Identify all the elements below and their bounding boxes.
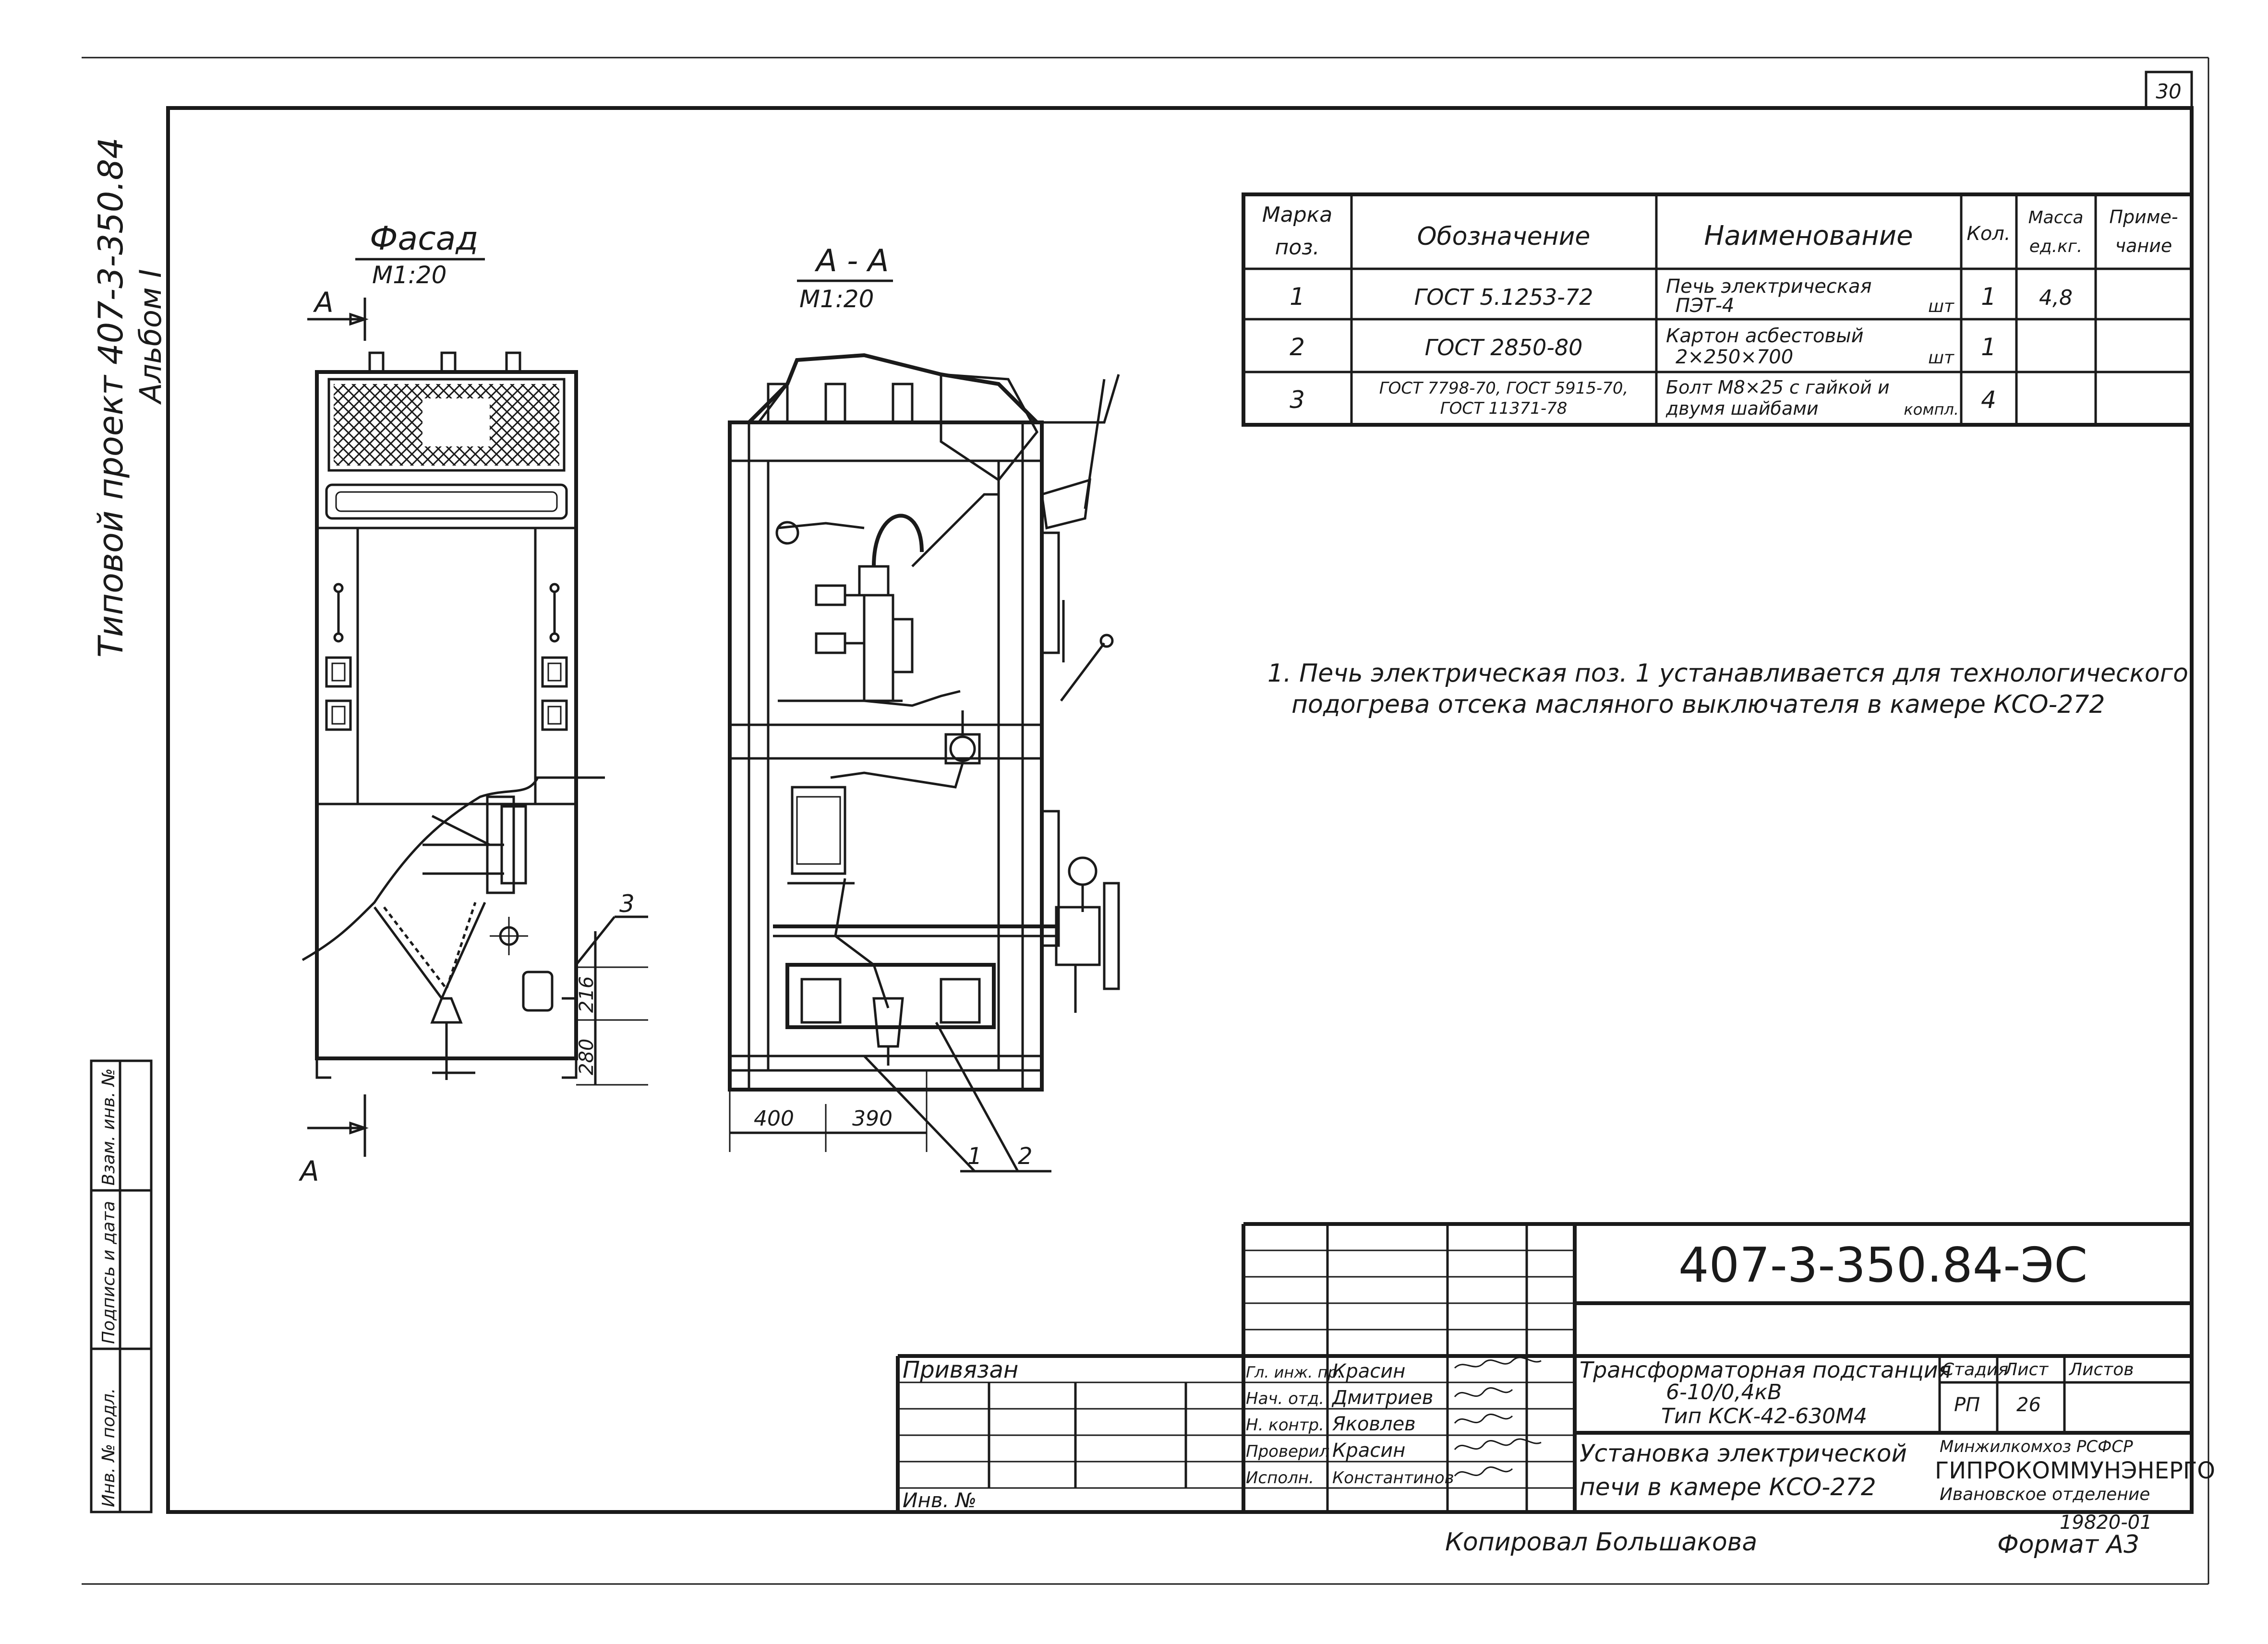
row1-name-2: ПЭТ-4 (1676, 295, 1734, 317)
signature-3 (1454, 1438, 1542, 1451)
object-line-1: Трансформаторная подстанция (1580, 1357, 1951, 1383)
name-0: Красин (1332, 1360, 1405, 1382)
row3-qty: 4 (1981, 386, 1996, 414)
sheet-title-2: печи в камере КСО-272 (1580, 1473, 1876, 1501)
stage-label: Стадия (1942, 1360, 2008, 1380)
role-2: Н. контр. (1246, 1416, 1324, 1435)
doc-code: 407-3-350.84-ЭС (1678, 1237, 2087, 1293)
org-line-3: Ивановское отделение (1940, 1485, 2150, 1504)
drawing-frame (166, 106, 2194, 1514)
signature-1 (1454, 1387, 1513, 1398)
left-stamp: Инв. № подл. Подпись и дата Взам. инв. № (90, 1059, 153, 1513)
row2-unit: шт (1928, 348, 1954, 368)
name-1: Дмитриев (1331, 1387, 1433, 1409)
row1-name-1: Печь электрическая (1666, 276, 1872, 298)
title-block: 407-3-350.84-ЭС Привязан Инв. № Гл. инж.… (896, 1222, 2215, 1512)
stamp-inv-podl: Инв. № подл. (99, 1388, 119, 1507)
sheets-label: Листов (2068, 1360, 2134, 1380)
facade-title: Фасад (370, 220, 478, 258)
section-cabinet (728, 420, 1044, 1092)
org-line-1: Минжилкомхоз РСФСР (1940, 1437, 2133, 1456)
note-line-2: подогрева отсека масляного выключателя в… (1291, 690, 2105, 719)
sheet-number: 30 (2156, 80, 2181, 103)
header-qty: Кол. (1966, 223, 2010, 245)
role-0: Гл. инж. пр. (1246, 1363, 1342, 1381)
object-line-2: 6-10/0,4кВ (1666, 1380, 1782, 1404)
spec-table: Марка поз. Обозначение Наименование Кол.… (1242, 192, 2194, 427)
row3-name-1: Болт М8×25 с гайкой и (1666, 377, 1890, 398)
role-1: Нач. отд. (1246, 1389, 1324, 1408)
section-scale: М1:20 (799, 285, 874, 313)
side-album: Альбом I (133, 269, 168, 405)
signature-0 (1454, 1356, 1542, 1369)
row1-qty: 1 (1981, 283, 1996, 311)
stage-value: РП (1954, 1394, 1980, 1416)
role-4: Исполн. (1246, 1468, 1314, 1488)
role-3: Проверил (1246, 1442, 1329, 1461)
section-dim-390: 390 (852, 1106, 893, 1131)
inv-no-label: Инв. № (903, 1488, 977, 1512)
archive-number: 19820-01 (2060, 1512, 2152, 1534)
row2-name-2: 2×250×700 (1676, 346, 1793, 368)
row2-name-1: Картон асбестовый (1666, 325, 1864, 347)
name-2: Яковлев (1332, 1413, 1416, 1435)
name-4: Константинов (1332, 1468, 1454, 1488)
section-heater-plate (785, 963, 996, 1029)
row1-mark: 1 (1290, 283, 1305, 311)
header-designation: Обозначение (1417, 222, 1591, 251)
section-mark-top: А (313, 286, 334, 319)
paper-format: Формат А3 (1997, 1530, 2139, 1559)
header-name: Наименование (1704, 220, 1913, 252)
section-callout-2: 2 (1018, 1143, 1033, 1170)
facade-view: Фасад М1:20 А (298, 220, 648, 1188)
stamp-vzam-inv: Взам. инв. № (99, 1068, 119, 1186)
section-callout-1: 1 (967, 1143, 982, 1170)
side-title-group: Типовой проект 407-3-350.84 Альбом I (91, 137, 168, 658)
section-dim-400: 400 (754, 1106, 794, 1131)
header-note-1: Приме- (2109, 206, 2178, 228)
row1-unit: шт (1928, 297, 1954, 316)
signature-2 (1454, 1414, 1513, 1424)
facade-dim-216: 216 (576, 976, 598, 1013)
side-title: Типовой проект 407-3-350.84 (91, 137, 131, 658)
facade-cabinet (315, 370, 578, 1060)
note-line-1: 1. Печь электрическая поз. 1 устанавлива… (1267, 659, 2188, 688)
row3-name-2: двумя шайбами (1665, 398, 1819, 419)
section-title: А - А (814, 243, 889, 279)
copied-by: Копировал Большакова (1445, 1528, 1757, 1557)
sheet-label: Лист (2003, 1360, 2049, 1380)
sheet-value: 26 (2016, 1394, 2041, 1416)
header-mass-2: ед.кг. (2029, 237, 2083, 256)
section-mark-bottom: А (298, 1155, 319, 1188)
section-view: А - А М1:20 (728, 243, 1120, 1173)
facade-handle-bar (325, 483, 568, 520)
row3-designation-2: ГОСТ 11371-78 (1440, 399, 1568, 418)
sheet-title-1: Установка электрической (1580, 1440, 1907, 1467)
signature-4 (1454, 1466, 1513, 1477)
row2-qty: 1 (1981, 333, 1996, 361)
org-line-2: ГИПРОКОММУНЭНЕРГО (1935, 1457, 2215, 1484)
header-mark-2: поз. (1275, 235, 1319, 260)
facade-callout-3: 3 (619, 890, 635, 918)
row3-unit: компл. (1904, 400, 1959, 419)
object-line-3: Тип КСК-42-630М4 (1661, 1404, 1867, 1428)
facade-door (356, 527, 537, 805)
header-mass-1: Масса (2028, 208, 2084, 228)
header-note-2: чание (2115, 235, 2172, 256)
name-3: Красин (1332, 1440, 1405, 1462)
row1-mass: 4,8 (2039, 286, 2073, 310)
row2-designation: ГОСТ 2850-80 (1425, 335, 1583, 360)
row3-mark: 3 (1290, 386, 1305, 414)
facade-scale: М1:20 (372, 261, 446, 289)
row2-mark: 2 (1290, 333, 1305, 361)
row3-designation-1: ГОСТ 7798-70, ГОСТ 5915-70, (1379, 379, 1629, 398)
stamp-signature-date: Подпись и дата (99, 1201, 119, 1344)
facade-dim-280: 280 (576, 1039, 598, 1075)
sheet-number-box (2145, 71, 2193, 109)
row1-designation: ГОСТ 5.1253-72 (1414, 284, 1593, 310)
privyazan-label: Привязан (903, 1356, 1018, 1383)
header-mark-1: Марка (1262, 203, 1332, 227)
